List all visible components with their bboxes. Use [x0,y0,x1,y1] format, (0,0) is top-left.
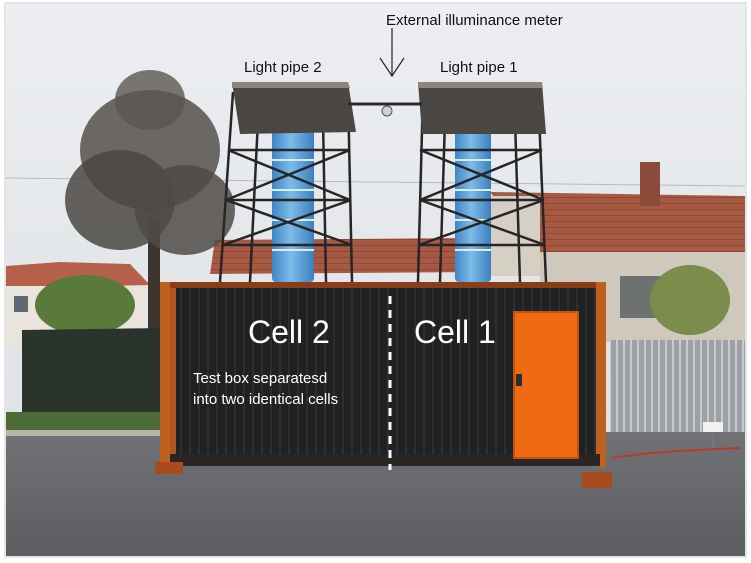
mesh-fence [22,328,165,420]
cell-2-label: Cell 2 [248,314,330,350]
cell-1-label: Cell 1 [414,314,496,350]
container-door [513,311,579,459]
tree [65,70,235,330]
platform-left [232,82,356,134]
illuminance-sensor [381,105,393,117]
platform-right [418,82,546,134]
light-pipe-1-label: Light pipe 1 [440,59,518,76]
external-meter-label: External illuminance meter [386,12,563,29]
light-pipe-2-label: Light pipe 2 [244,59,322,76]
note-line-2: into two identical cells [193,391,339,408]
note-line-1: Test box separatesd [193,370,328,387]
meter-arrow [379,28,405,78]
steel-frame-right [416,91,548,283]
